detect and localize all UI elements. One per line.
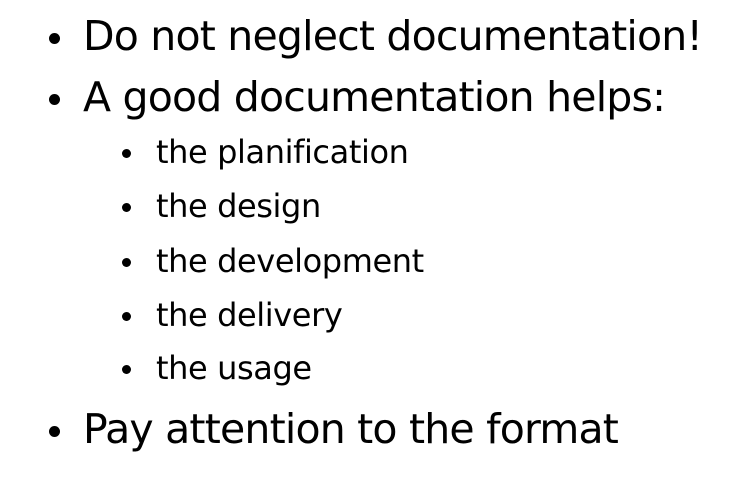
sub-bullet-item: the usage [122, 349, 312, 387]
sub-bullet-item: the design [122, 187, 321, 225]
bullet-text: Do not neglect documentation! [83, 12, 703, 60]
bullet-dot-icon [122, 149, 131, 158]
bullet-dot-icon [122, 203, 131, 212]
bullet-item: Do not neglect documentation! [49, 16, 703, 57]
bullet-dot-icon [49, 94, 60, 105]
bullet-text: A good documentation helps: [83, 73, 666, 121]
sub-bullet-text: the usage [156, 349, 312, 387]
sub-bullet-item: the planification [122, 133, 409, 171]
sub-bullet-text: the planification [156, 133, 409, 171]
bullet-item: Pay attention to the format [49, 409, 619, 450]
bullet-dot-icon [49, 33, 60, 44]
sub-bullet-item: the development [122, 242, 424, 280]
bullet-dot-icon [122, 312, 131, 321]
sub-bullet-item: the delivery [122, 296, 343, 334]
sub-bullet-text: the delivery [156, 296, 343, 334]
bullet-dot-icon [122, 365, 131, 374]
bullet-text: Pay attention to the format [83, 405, 619, 453]
bullet-item: A good documentation helps: [49, 77, 666, 118]
sub-bullet-text: the development [156, 242, 424, 280]
bullet-dot-icon [122, 258, 131, 267]
sub-bullet-text: the design [156, 187, 321, 225]
bullet-dot-icon [49, 426, 60, 437]
